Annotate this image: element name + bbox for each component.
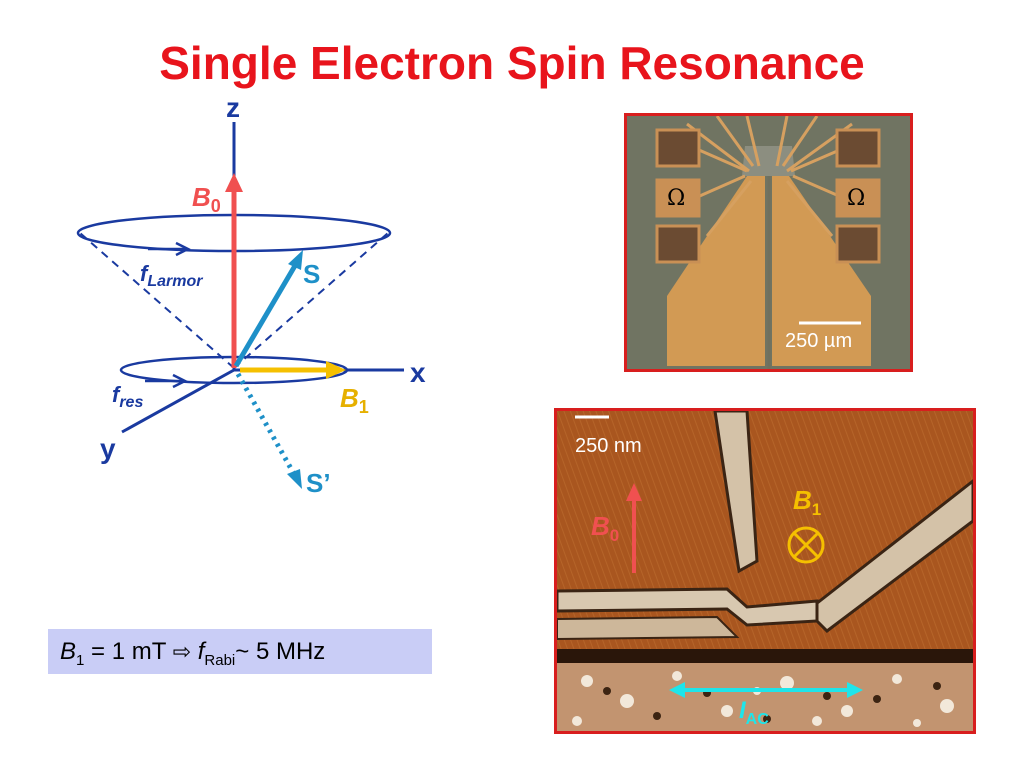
iac-arrowhead-right-icon: [847, 682, 863, 698]
cone-right-line: [233, 232, 389, 369]
scalebar-um-label: 250 µm: [785, 330, 853, 352]
scalebar-nm-label: 250 nm: [575, 435, 642, 457]
afm-micrograph-image: [557, 411, 973, 731]
rabi-formula-box: B1 = 1 mT ⇨ fRabi~ 5 MHz: [48, 629, 432, 674]
optical-micrograph: Ω Ω 250 µm: [624, 113, 913, 372]
spin-prime-label: S’: [306, 468, 331, 498]
b0-label: B0: [192, 182, 221, 216]
y-axis-label: y: [100, 433, 116, 464]
afm-b1-label: B1: [793, 485, 822, 520]
omega-left-label: Ω: [667, 186, 686, 211]
x-axis-label: x: [410, 357, 426, 388]
b1-arrowhead-icon: [326, 361, 346, 379]
implies-arrow-icon: ⇨: [172, 640, 192, 665]
spin-label: S: [303, 259, 320, 289]
afm-b0-label: B0: [591, 511, 620, 546]
afm-b1-into-page-icon: [787, 526, 825, 564]
spin-prime-arrowhead-icon: [287, 469, 302, 489]
spin-prime-vector: [235, 372, 297, 476]
formula-f-subscript: Rabi: [204, 651, 236, 669]
formula-b-subscript: 1: [76, 651, 85, 669]
f-larmor-label: fLarmor: [140, 261, 203, 290]
z-axis-label: z: [226, 92, 240, 123]
iac-label: IAC: [739, 697, 769, 728]
cone-left-line: [79, 232, 235, 369]
formula-f-symbol: f: [191, 638, 205, 665]
formula-f-value: ~ 5 MHz: [235, 638, 326, 665]
spin-arrowhead-icon: [288, 250, 303, 270]
optical-micrograph-image: [627, 116, 910, 369]
afm-micrograph: 250 nm B1 B0 IAC: [554, 408, 976, 734]
slide-title: Single Electron Spin Resonance: [159, 37, 865, 89]
formula-b-value: = 1 mT: [84, 638, 173, 665]
omega-right-label: Ω: [847, 186, 866, 211]
b1-label: B1: [340, 383, 369, 417]
formula-b-symbol: B: [60, 638, 77, 665]
f-res-label: fres: [112, 382, 143, 411]
y-axis-line: [121, 368, 235, 434]
b0-arrowhead-icon: [225, 173, 243, 192]
iac-arrowhead-left-icon: [669, 682, 685, 698]
spin-vector: [233, 262, 299, 368]
afm-b0-arrowhead-icon: [626, 483, 642, 501]
